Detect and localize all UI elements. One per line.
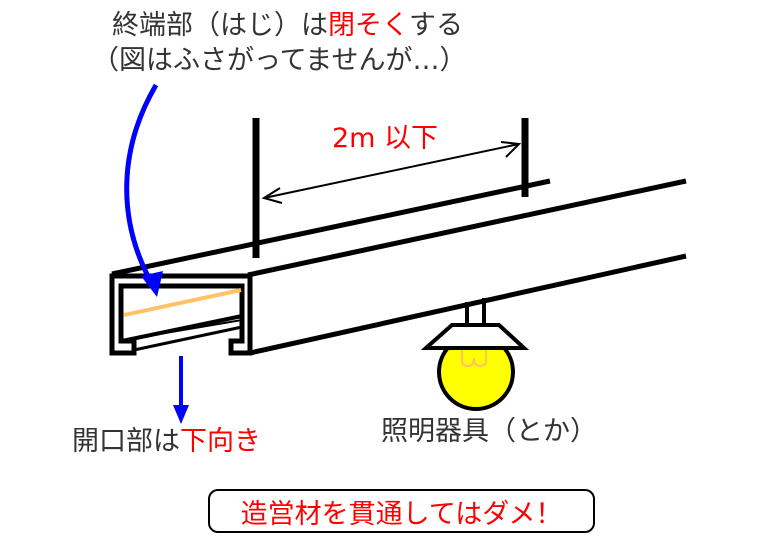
dimension-label: 2m 以下 bbox=[332, 123, 439, 154]
end-cap-note-line2: （図はふさがってませんが…） bbox=[92, 45, 467, 76]
lamp-shade bbox=[420, 323, 530, 350]
dimension-arrow bbox=[261, 141, 522, 204]
pendant-light bbox=[420, 298, 530, 411]
warning-box: 造営材を貫通してはダメ！ bbox=[208, 489, 595, 533]
opening-direction-arrow bbox=[173, 356, 189, 424]
fixture-label: 照明器具（とか） bbox=[381, 416, 597, 447]
end-cap-arrow bbox=[124, 83, 163, 297]
conductor-wire bbox=[123, 288, 242, 317]
opening-emphasis: 下向き bbox=[180, 426, 261, 457]
end-cap-emphasis: 閉そく bbox=[328, 10, 409, 41]
opening-note: 開口部は下向き bbox=[72, 426, 261, 457]
warning-text: 造営材を貫通してはダメ！ bbox=[240, 498, 563, 530]
end-cap-note-line1: 終端部（はじ）は閉そくする bbox=[112, 10, 463, 41]
duct-cross-section bbox=[109, 273, 253, 356]
